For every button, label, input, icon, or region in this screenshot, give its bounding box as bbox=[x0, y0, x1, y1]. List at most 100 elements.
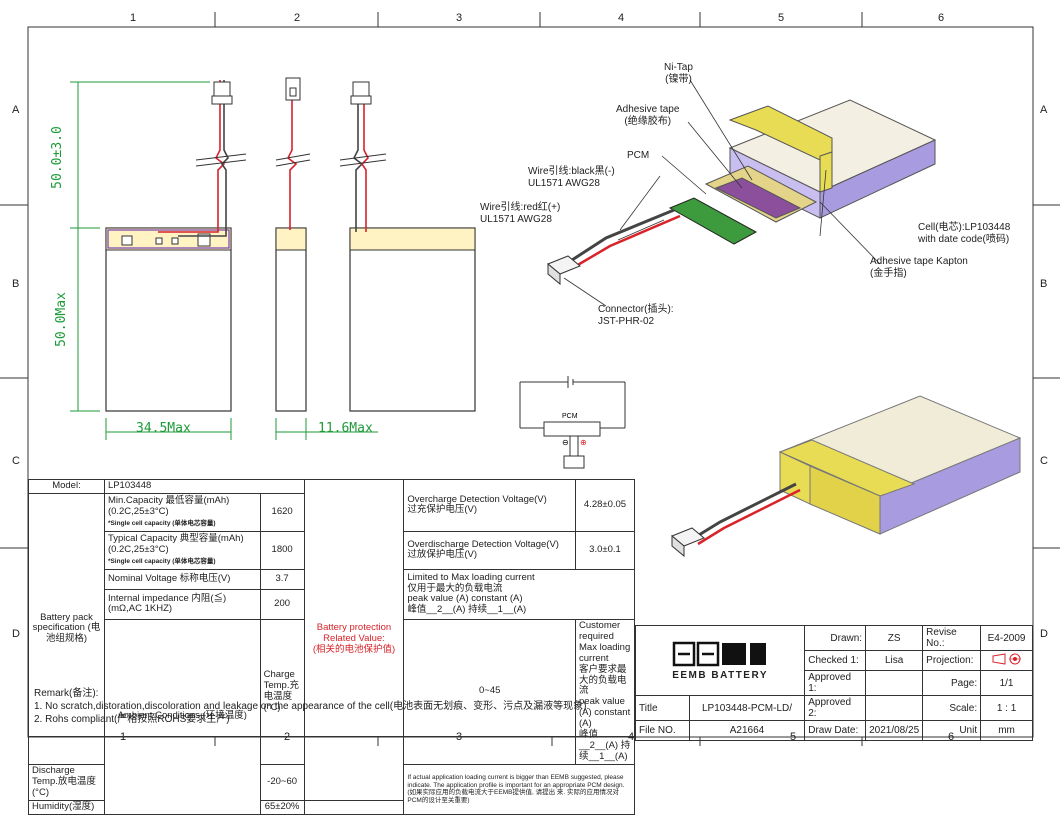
col-label: 6 bbox=[938, 12, 945, 24]
cust-text: peak value (A) constant (A) bbox=[579, 696, 631, 730]
col-label: 2 bbox=[294, 12, 301, 24]
callout-text: Ni-Tap bbox=[664, 62, 693, 73]
protection-text: Battery protection bbox=[316, 622, 392, 634]
cap-text: (0.2C,25±3°C) bbox=[107, 543, 169, 555]
impedance-label: Internal impedance 内阻(≦)(mΩ,AC 1KHZ) bbox=[103, 588, 261, 620]
nominal-voltage-value: 3.7 bbox=[259, 568, 305, 590]
row-label: B bbox=[1040, 278, 1048, 290]
callout-text: Cell(电芯):LP103448 bbox=[918, 222, 1011, 233]
discharge-temp-label: Discharge Temp.放电温度(°C) bbox=[28, 763, 105, 801]
col-label: 1 bbox=[130, 12, 137, 24]
application-note: If actual application loading current is… bbox=[403, 763, 635, 815]
protection-text: Related Value: bbox=[323, 633, 385, 645]
ovc-text: Overcharge Detection Voltage(V) bbox=[407, 493, 547, 505]
model-label: Model: bbox=[28, 479, 105, 494]
typical-capacity-label: Typical Capacity 典型容量(mAh)(0.2C,25±3°C)*… bbox=[103, 530, 261, 570]
draw-date-label: Draw Date: bbox=[804, 720, 867, 741]
row-label: D bbox=[1040, 628, 1048, 640]
eemb-logo: EEMB BATTERY bbox=[634, 625, 806, 696]
cap-text: (0.2C,25±3°C) bbox=[107, 505, 169, 517]
lead-length-dimension: 50.0±3.0 bbox=[49, 126, 65, 189]
callout-text: (金手指) bbox=[870, 268, 907, 279]
note-text: If actual application loading current is… bbox=[407, 774, 625, 789]
cap-note: *Single cell capacity (单体电芯容量) bbox=[107, 519, 216, 527]
plus-terminal: ⊕ bbox=[580, 438, 587, 447]
checked-value: Lisa bbox=[865, 650, 924, 671]
callout-text: Adhesive tape bbox=[616, 104, 680, 115]
ovc-value: 4.28±0.05 bbox=[575, 479, 635, 532]
approved1-label: Approved 1: bbox=[804, 670, 867, 696]
limit-text: 峰值__2__(A) 持续__1__(A) bbox=[407, 604, 527, 616]
col-label: 5 bbox=[778, 12, 785, 24]
title-block: EEMB BATTERY Drawn: ZS Revise No.: E4-20… bbox=[634, 625, 1033, 741]
page-value: 1/1 bbox=[980, 670, 1033, 696]
callout-wire-black: Wire引线:black黑(-)UL1571 AWG28 bbox=[528, 166, 615, 190]
draw-date-value: 2021/08/25 bbox=[865, 720, 924, 741]
odc-text: Overdischarge Detection Voltage(V) bbox=[407, 538, 559, 550]
callout-text: UL1571 AWG28 bbox=[480, 214, 552, 225]
odc-text: 过放保护电压(V) bbox=[407, 549, 478, 561]
callout-wire-red: Wire引线:red红(+)UL1571 AWG28 bbox=[480, 202, 560, 226]
model-value: LP103448 bbox=[103, 479, 305, 494]
row-label: D bbox=[12, 628, 20, 640]
back-view bbox=[339, 81, 476, 412]
callout-ni-tap: Ni-Tap(镍带) bbox=[664, 62, 693, 86]
row-label: C bbox=[12, 455, 20, 467]
min-capacity-value: 1620 bbox=[259, 492, 305, 532]
callout-connector: Connector(插头):JST-PHR-02 bbox=[598, 304, 674, 328]
row-label: A bbox=[12, 104, 20, 116]
title-label: Title bbox=[635, 695, 690, 721]
ovc-text: 过充保护电压(V) bbox=[407, 504, 478, 516]
drawn-label: Drawn: bbox=[804, 625, 867, 651]
remark-line: 1. No scratch,distoration,discoloration … bbox=[34, 701, 590, 712]
cell-width-dimension: 34.5Max bbox=[136, 421, 191, 436]
scale-value: 1 : 1 bbox=[980, 695, 1033, 721]
projection-label: Projection: bbox=[922, 650, 982, 671]
cap-text: Min.Capacity 最低容量(mAh) bbox=[107, 495, 230, 507]
drawn-value: ZS bbox=[865, 625, 924, 651]
orthographic-views bbox=[70, 77, 476, 440]
callout-text: Connector(插头): bbox=[598, 304, 674, 315]
callout-text: JST-PHR-02 bbox=[598, 316, 655, 327]
humidity-value: 65±20% bbox=[259, 799, 305, 815]
limit-text: 仅用于最大的负载电流 bbox=[407, 582, 503, 594]
protection-text: (相关的电池保护值) bbox=[312, 644, 396, 656]
imp-text: (mΩ,AC 1KHZ) bbox=[107, 603, 173, 615]
cell-height-dimension: 50.0Max bbox=[53, 292, 69, 347]
row-label: B bbox=[12, 278, 20, 290]
callout-text: with date code(喷码) bbox=[918, 234, 1010, 245]
page-label: Page: bbox=[922, 670, 982, 696]
limit-text: Limited to Max loading current bbox=[407, 571, 535, 583]
cust-text: 客户要求最大的负载电流 bbox=[579, 663, 627, 697]
charge-temp-value: 0~45 bbox=[403, 618, 576, 765]
unit-value: mm bbox=[980, 720, 1033, 741]
unit-label: Unit bbox=[922, 720, 982, 741]
callout-text: Adhesive tape Kapton bbox=[870, 256, 968, 267]
cap-text: Typical Capacity 典型容量(mAh) bbox=[107, 533, 244, 545]
minus-terminal: ⊖ bbox=[562, 438, 569, 447]
charge-temp-label: Charge Temp.充电温度(°C) bbox=[259, 618, 305, 765]
cell-thickness-dimension: 11.6Max bbox=[318, 421, 373, 436]
note-text: (如果实际应用的负载电流大于EEMB提供值, 请提出 来. 实际的应用情况对PC… bbox=[407, 789, 620, 804]
remark-title: Remark(备注): bbox=[34, 688, 99, 699]
limit-text: peak value (A) constant (A) bbox=[407, 593, 523, 605]
front-view bbox=[105, 80, 247, 412]
remark-line: 2. Rohs compliant(严格按照ROHS要求生产) bbox=[34, 714, 230, 725]
odc-label: Overdischarge Detection Voltage(V)过放保护电压… bbox=[403, 530, 576, 570]
scale-label: Scale: bbox=[922, 695, 982, 721]
callout-text: (绝缘胶布) bbox=[624, 116, 672, 127]
min-capacity-label: Min.Capacity 最低容量(mAh)(0.2C,25±3°C) *Sing… bbox=[103, 492, 261, 532]
approved1-value bbox=[865, 670, 924, 696]
callout-text: UL1571 AWG28 bbox=[528, 178, 600, 189]
assembled-view bbox=[671, 395, 1022, 558]
imp-text: Internal impedance 内阻(≦) bbox=[107, 592, 227, 604]
callout-text: Wire引线:red红(+) bbox=[480, 202, 561, 213]
callout-kapton: Adhesive tape Kapton(金手指) bbox=[870, 256, 968, 280]
title-value: LP103448-PCM-LD/ bbox=[688, 695, 806, 721]
eemb-logo-mark bbox=[672, 641, 767, 666]
pcm-schematic: PCM ⊖ ⊕ bbox=[519, 376, 626, 469]
side-view bbox=[275, 77, 311, 412]
